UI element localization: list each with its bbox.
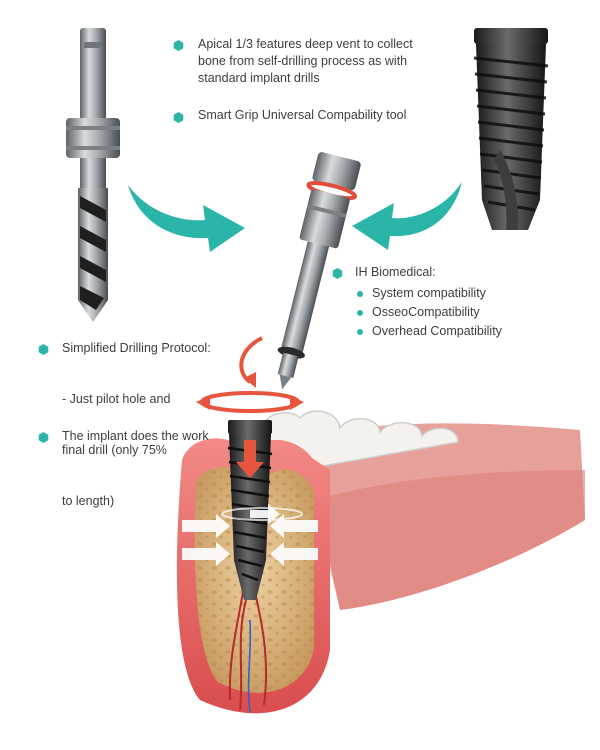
- apical-line-1: Apical 1/3 features deep vent to collect: [198, 37, 413, 51]
- teal-arrow-right: [352, 182, 462, 250]
- dot-bullet-icon: [357, 329, 363, 335]
- hexagon-bullet-icon: [173, 40, 184, 51]
- teal-arrow-left: [128, 185, 245, 252]
- ih-item-osseo: OsseoCompatibility: [372, 305, 480, 319]
- implant-illustration: [473, 28, 549, 230]
- apical-feature-text: Apical 1/3 features deep vent to collect…: [198, 36, 413, 87]
- hexagon-bullet-icon: [332, 268, 343, 279]
- pilot-drill-illustration: [66, 28, 120, 322]
- smart-grip-text: Smart Grip Universal Compability tool: [198, 108, 407, 122]
- implant-work-text: The implant does the work: [62, 429, 209, 443]
- apical-line-2: bone from self-drilling process as with: [198, 54, 408, 68]
- dot-bullet-icon: [357, 291, 363, 297]
- smart-grip-tool-illustration: [277, 152, 361, 390]
- protocol-line-3: to length): [62, 494, 115, 508]
- rotation-arrow-ring: [200, 391, 300, 413]
- protocol-title: Simplified Drilling Protocol:: [62, 341, 211, 355]
- hexagon-bullet-icon: [38, 344, 49, 355]
- apical-line-3: standard implant drills: [198, 71, 320, 85]
- protocol-line-1: - Just pilot hole and: [62, 392, 171, 406]
- hexagon-bullet-icon: [38, 432, 49, 443]
- ih-biomedical-title: IH Biomedical:: [355, 265, 436, 279]
- protocol-details: - Just pilot hole and final drill (only …: [62, 357, 170, 544]
- ih-item-system: System compatibility: [372, 286, 486, 300]
- dot-bullet-icon: [357, 310, 363, 316]
- ih-item-overhead: Overhead Compatibility: [372, 324, 502, 338]
- protocol-line-2: final drill (only 75%: [62, 443, 167, 457]
- hexagon-bullet-icon: [173, 112, 184, 123]
